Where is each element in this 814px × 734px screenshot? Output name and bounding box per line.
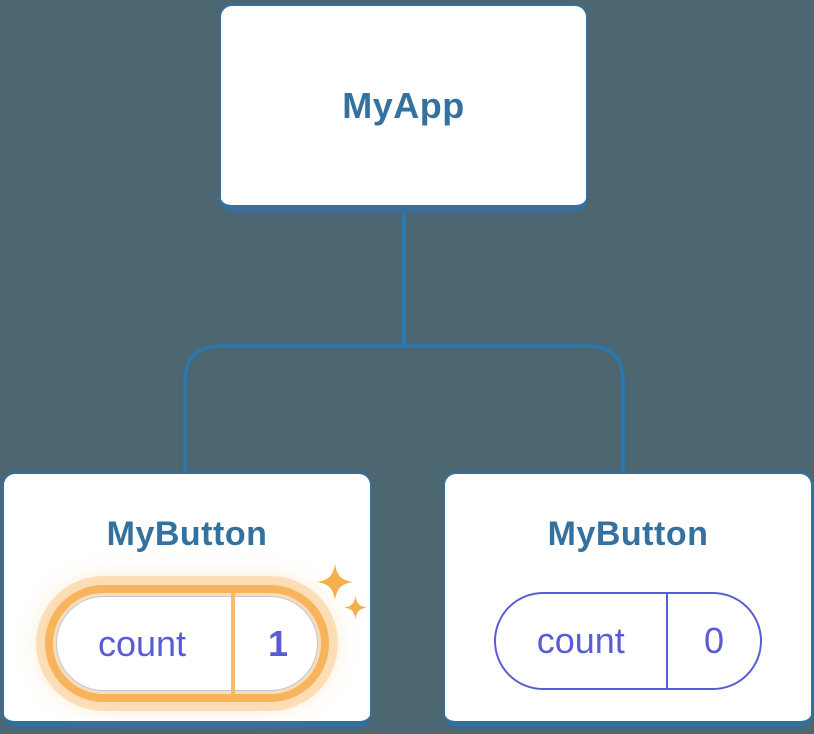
state-pill: count 0 (494, 592, 762, 690)
state-pill-highlighted: count 1 (45, 585, 329, 702)
branch-bracket-line (183, 344, 625, 473)
component-node-myapp: MyApp (219, 4, 588, 211)
state-value: 0 (703, 620, 725, 661)
state-key-label: count (97, 622, 187, 664)
component-label: MyButton (547, 515, 709, 553)
sparkle-large-icon (317, 564, 353, 600)
component-node-mybutton-right: MyButton count 0 (443, 472, 813, 727)
component-node-mybutton-left: MyButton count 1 (2, 472, 372, 727)
component-label: MyButton (106, 515, 268, 553)
state-key-label: count (536, 620, 625, 661)
sparkle-small-icon (344, 596, 367, 619)
component-label: MyApp (342, 84, 465, 126)
sparkle-icon (317, 564, 367, 619)
state-value: 1 (267, 622, 289, 664)
pill-divider (231, 593, 235, 694)
pill-divider (665, 594, 668, 688)
